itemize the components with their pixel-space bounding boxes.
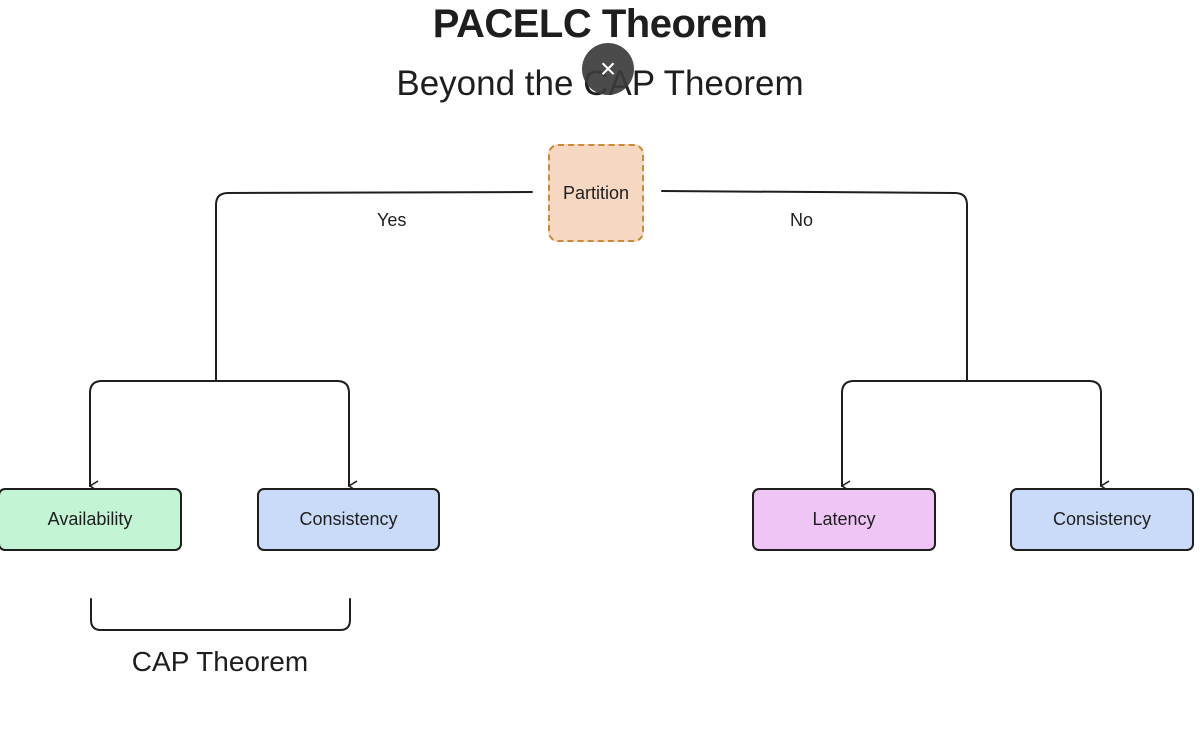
cap-bracket [90, 598, 351, 631]
node-consistency-left-label: Consistency [299, 509, 398, 529]
node-consistency-right: Consistency [1010, 488, 1194, 551]
edge-to-consistency-left [215, 380, 358, 492]
close-icon: × [599, 53, 617, 84]
node-consistency-right-label: Consistency [1052, 509, 1152, 529]
node-latency: Latency [752, 488, 936, 551]
edge-label-yes: Yes [377, 210, 407, 230]
node-partition-label: Partition [562, 182, 630, 203]
edge-to-latency [840, 380, 968, 492]
edge-to-consistency-right [966, 380, 1110, 492]
node-availability-label: Availability [47, 509, 133, 529]
node-availability: Availability [0, 488, 182, 551]
node-consistency-left: Consistency [257, 488, 440, 551]
edge-partition-no [661, 190, 968, 381]
edge-partition-yes [215, 191, 533, 381]
edge-to-availability [88, 380, 217, 492]
close-button[interactable]: × [582, 43, 634, 95]
cap-theorem-label: CAP Theorem [131, 646, 309, 677]
node-latency-label: Latency [812, 509, 876, 529]
diagram-title: PACELC Theorem [432, 2, 768, 46]
edge-label-no: No [790, 210, 814, 230]
node-partition: Partition [548, 144, 644, 242]
